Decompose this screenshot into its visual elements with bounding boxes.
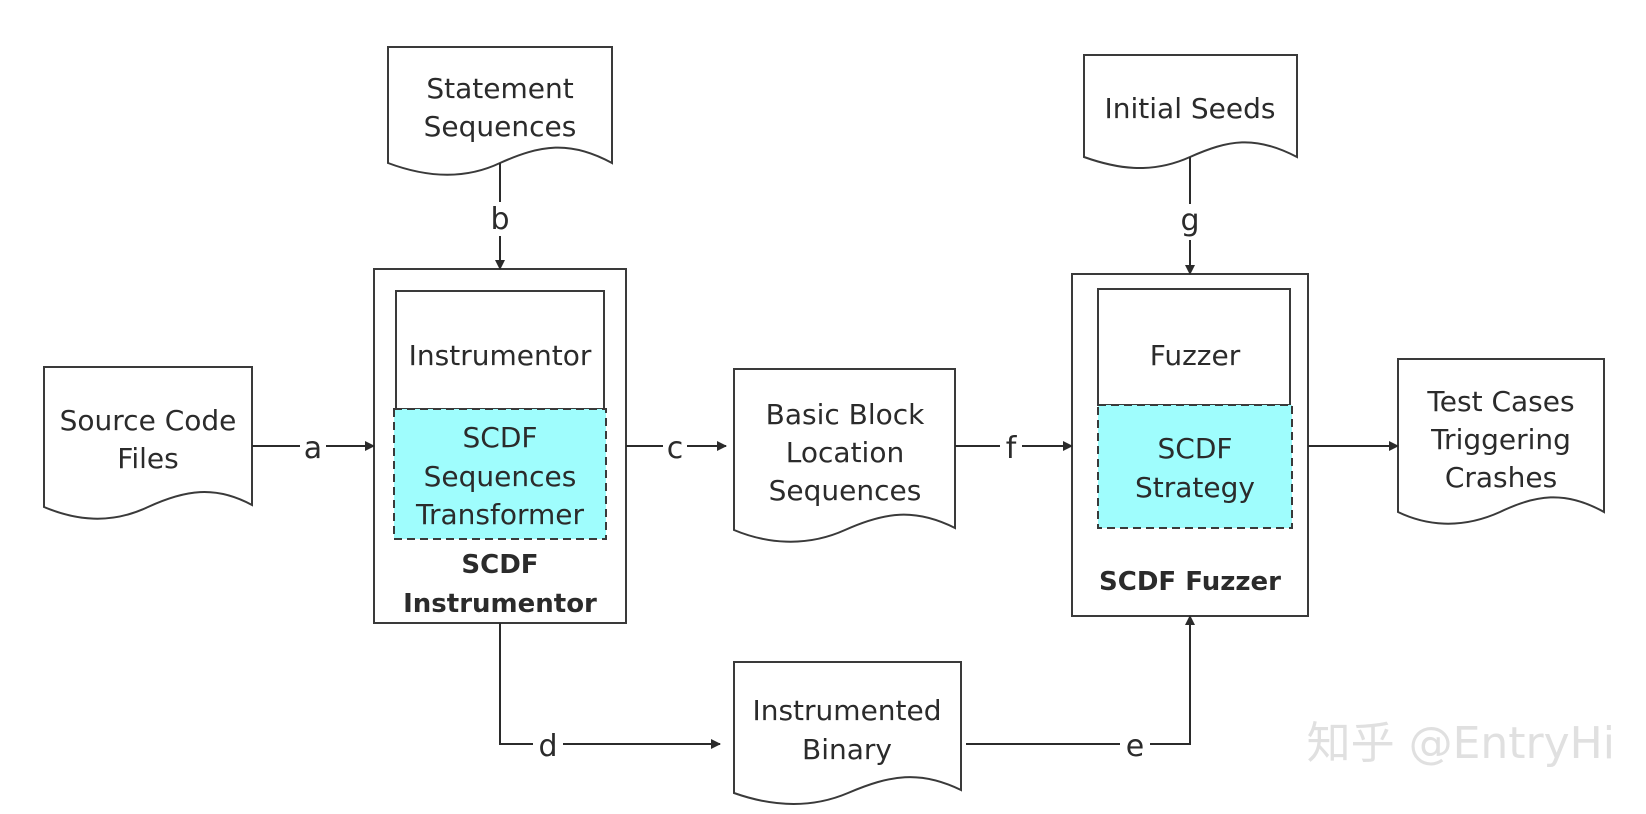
instrumentor-label: Instrumentor — [409, 339, 592, 372]
statement-sequences-doc: Statement Sequences — [387, 46, 613, 176]
edge-g: g — [1176, 157, 1204, 275]
source-code-files-line-1: Source Code — [60, 404, 237, 437]
edge-label-f: f — [1006, 431, 1018, 466]
test-cases-line-1: Test Cases — [1426, 385, 1574, 418]
fuzzer-label: Fuzzer — [1150, 339, 1241, 372]
fuzzer-inner-box — [1097, 288, 1291, 406]
test-cases-line-2: Triggering — [1430, 423, 1571, 456]
source-code-files-line-2: Files — [117, 442, 178, 475]
basic-block-line-2: Location — [786, 436, 904, 469]
scdf-transformer-line-2: Sequences — [424, 460, 577, 493]
scdf-fuzzer-title: SCDF Fuzzer — [1099, 567, 1281, 597]
instrumented-binary-doc: Instrumented Binary — [733, 661, 962, 805]
instrumented-binary-line-2: Binary — [802, 733, 892, 766]
basic-block-line-3: Sequences — [769, 474, 922, 507]
edge-f: f — [955, 430, 1073, 466]
scdf-sequences-transformer-box — [393, 408, 607, 540]
scdf-fuzzer-box: Fuzzer SCDF Strategy SCDF Fuzzer — [1071, 273, 1309, 617]
edge-label-d: d — [538, 729, 557, 764]
edge-e: e — [966, 615, 1195, 764]
edge-label-g: g — [1180, 203, 1199, 238]
edge-label-e: e — [1126, 729, 1144, 764]
edge-b: b — [486, 163, 514, 270]
watermark: 知乎 @EntryHi — [1307, 718, 1615, 769]
statement-sequences-line-2: Sequences — [424, 110, 577, 143]
edge-a: a — [252, 430, 375, 466]
scdf-strategy-line-1: SCDF — [1158, 432, 1233, 465]
basic-block-location-doc: Basic Block Location Sequences — [733, 368, 956, 543]
initial-seeds-doc: Initial Seeds — [1083, 54, 1298, 170]
test-cases-line-3: Crashes — [1445, 461, 1557, 494]
scdf-instrumentor-box: Instrumentor SCDF Sequences Transformer … — [373, 268, 627, 624]
statement-sequences-line-1: Statement — [426, 72, 573, 105]
scdf-strategy-box — [1097, 404, 1293, 529]
instrumentor-inner-box — [395, 290, 605, 410]
source-code-files-doc: Source Code Files — [43, 366, 253, 520]
edge-d: d — [499, 623, 721, 764]
edge-label-b: b — [490, 202, 509, 237]
scdf-transformer-line-3: Transformer — [415, 498, 585, 531]
scdf-strategy-line-2: Strategy — [1135, 471, 1255, 504]
scdf-instrumentor-title-line-1: SCDF — [461, 550, 538, 580]
edge-label-c: c — [667, 431, 684, 466]
instrumented-binary-line-1: Instrumented — [752, 694, 941, 727]
scdf-transformer-line-1: SCDF — [463, 421, 538, 454]
initial-seeds-label: Initial Seeds — [1105, 92, 1276, 125]
scdf-instrumentor-title-line-2: Instrumentor — [403, 589, 597, 619]
test-cases-doc: Test Cases Triggering Crashes — [1397, 358, 1605, 525]
basic-block-line-1: Basic Block — [766, 398, 926, 431]
edge-label-a: a — [304, 431, 322, 466]
edge-c: c — [626, 430, 727, 466]
